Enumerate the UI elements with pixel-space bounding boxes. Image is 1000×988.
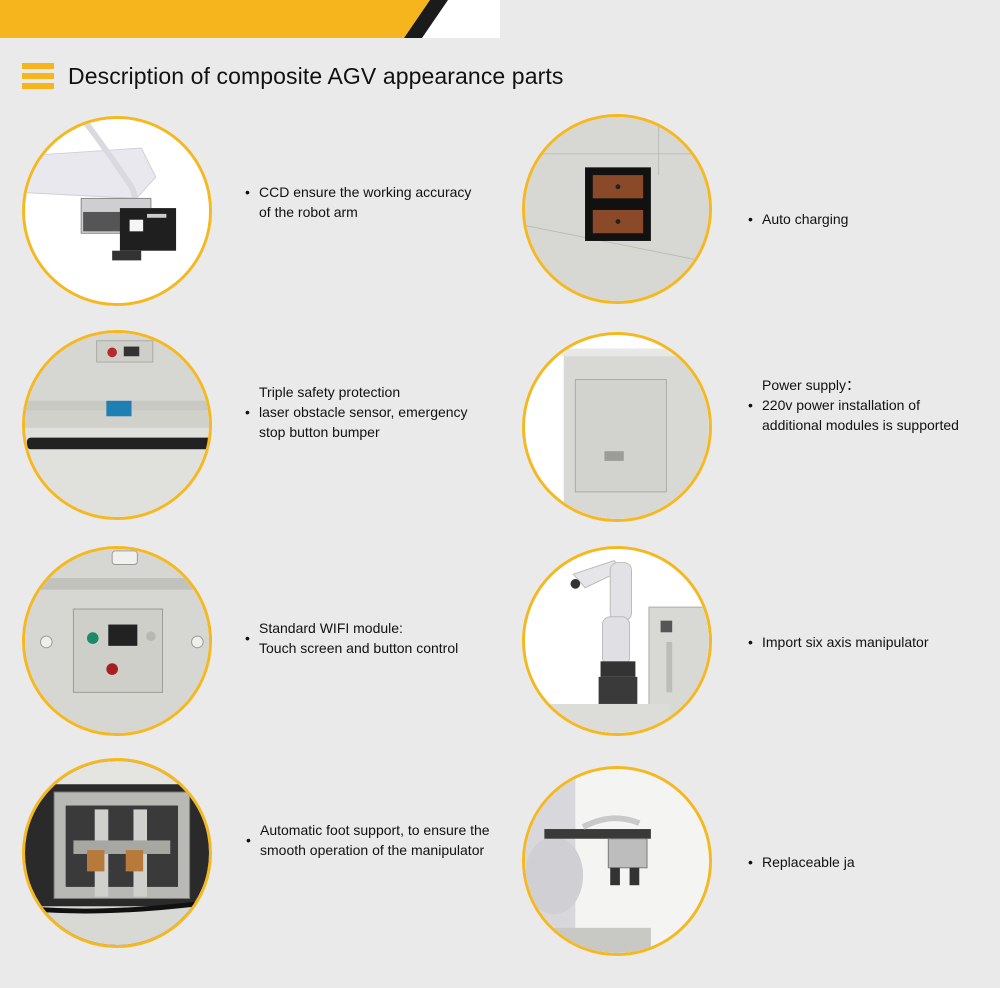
description-line: Standard WIFI module:	[259, 620, 403, 636]
menu-lines-icon	[22, 63, 54, 89]
description-line: Auto charging	[762, 211, 849, 227]
description-line: 220v power installation of	[762, 397, 920, 413]
description-line: Touch screen and button control	[259, 640, 459, 656]
description-line: smooth operation of the manipulator	[260, 842, 485, 858]
description-line: of the robot arm	[259, 204, 358, 220]
description-line: Power supply：	[762, 377, 861, 393]
robot-arm-ccd-image	[22, 116, 212, 306]
page-title: Description of composite AGV appearance …	[68, 62, 564, 89]
power-description: • Power supply： 220v power installation …	[748, 377, 959, 433]
description-line: Triple safety protection	[259, 384, 401, 400]
section-header: Description of composite AGV appearance …	[22, 58, 563, 94]
safety-bumper-image	[22, 330, 212, 520]
manipulator-description: • Import six axis manipulator	[748, 634, 929, 650]
description-line: additional modules is supported	[762, 417, 959, 433]
foot-support-description: • Automatic foot support, to ensure the …	[246, 822, 490, 858]
foot-support-image	[22, 758, 212, 948]
description-line: stop button bumper	[259, 424, 380, 440]
description-line: CCD ensure the working accuracy	[259, 184, 472, 200]
six-axis-manipulator-image	[522, 546, 712, 736]
control-panel-image	[22, 546, 212, 736]
ccd-description: • CCD ensure the working accuracy of the…	[245, 184, 472, 220]
control-panel-description: • Standard WIFI module: Touch screen and…	[245, 620, 459, 656]
description-line: Import six axis manipulator	[762, 634, 929, 650]
description-line: laser obstacle sensor, emergency	[259, 404, 468, 420]
safety-description: • Triple safety protection laser obstacl…	[245, 384, 468, 440]
description-line: Automatic foot support, to ensure the	[260, 822, 490, 838]
charging-description: • Auto charging	[748, 211, 849, 227]
power-supply-image	[522, 332, 712, 522]
replaceable-jaw-image	[522, 766, 712, 956]
charging-contacts-image	[522, 114, 712, 304]
description-line: Replaceable ja	[762, 854, 855, 870]
top-banner	[0, 0, 500, 38]
jaw-description: • Replaceable ja	[748, 854, 855, 870]
